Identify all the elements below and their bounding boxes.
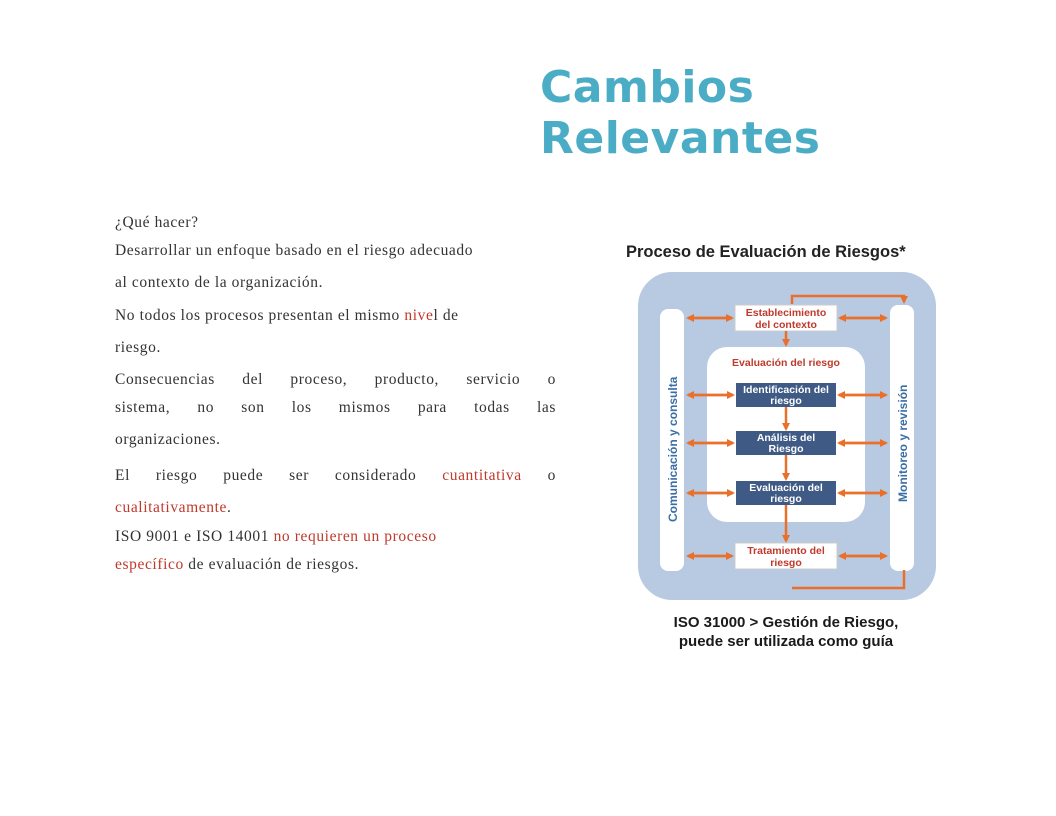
box-treatment-line2: riesgo xyxy=(770,557,802,569)
p2-pre: No todos los procesos presentan el mismo xyxy=(115,307,405,324)
paragraph-3-line-3: organizaciones. xyxy=(115,431,221,448)
diagram-caption-line2: puede ser utilizada como guía xyxy=(679,633,894,650)
p2-red: nive xyxy=(404,307,434,324)
p2-post: l de xyxy=(433,307,459,324)
body-text: ¿Qué hacer? Desarrollar un enfoque basad… xyxy=(115,210,556,581)
box-analysis xyxy=(736,431,836,455)
right-pillar xyxy=(890,305,914,571)
paragraph-4-line-1: El riesgo puede ser considerado cuantita… xyxy=(115,460,556,492)
box-evaluation xyxy=(736,481,836,505)
diagram-caption-line1: ISO 31000 > Gestión de Riesgo, xyxy=(674,614,899,631)
box-evaluation-line1: Evaluación del xyxy=(749,482,823,494)
paragraph-5-line-2: específico de evaluación de riesgos. xyxy=(115,549,556,581)
p5-pre: ISO 9001 e ISO 14001 xyxy=(115,528,274,545)
p5-red: no requieren un proceso xyxy=(273,528,437,545)
risk-process-diagram: Proceso de Evaluación de Riesgos* Comuni… xyxy=(620,232,952,662)
box-identification-line1: Identificación del xyxy=(743,384,829,396)
p4b-red: cualitativamente xyxy=(115,499,228,516)
question-line: ¿Qué hacer? xyxy=(115,214,199,231)
p4-red: cuantitativa xyxy=(442,467,522,484)
p4b-post: . xyxy=(227,499,232,516)
page-title: Cambios Relevantes xyxy=(540,62,821,164)
box-analysis-line2: Riesgo xyxy=(768,443,803,455)
inner-panel-title: Evaluación del riesgo xyxy=(732,357,840,369)
box-context-line2: del contexto xyxy=(755,319,817,331)
left-pillar-label: Comunicación y consulta xyxy=(666,376,680,522)
box-identification-line2: riesgo xyxy=(770,395,802,407)
p4-post: o xyxy=(521,467,556,484)
paragraph-2-line-1: No todos los procesos presentan el mismo… xyxy=(115,300,556,332)
box-context-line1: Establecimiento xyxy=(746,307,827,319)
paragraph-1-line-2: al contexto de la organización. xyxy=(115,274,324,291)
box-treatment xyxy=(734,542,838,570)
diagram-title: Proceso de Evaluación de Riesgos* xyxy=(626,243,906,261)
box-identification xyxy=(736,383,836,407)
right-arrows xyxy=(837,314,888,560)
box-analysis-line1: Análisis del xyxy=(757,432,815,444)
paragraph-3-line-1: Consecuencias del proceso, producto, ser… xyxy=(115,371,556,388)
paragraph-1-line-1: Desarrollar un enfoque basado en el ries… xyxy=(115,242,474,259)
paragraph-5-line-1: ISO 9001 e ISO 14001 no requieren un pro… xyxy=(115,524,556,549)
diagram-svg: Proceso de Evaluación de Riesgos* Comuni… xyxy=(626,243,936,650)
p5b-red: específico xyxy=(115,556,184,573)
left-arrows xyxy=(686,314,735,560)
box-treatment-line1: Tratamiento del xyxy=(747,545,825,557)
box-evaluation-line2: riesgo xyxy=(770,493,802,505)
paragraph-4-line-2: cualitativamente. xyxy=(115,492,556,524)
p5b-post: de evaluación de riesgos. xyxy=(183,556,360,573)
right-pillar-label: Monitoreo y revisión xyxy=(896,385,910,502)
flow-arrows xyxy=(782,294,908,590)
paragraph-2-line-2: riesgo. xyxy=(115,339,161,356)
box-context xyxy=(734,304,838,332)
paragraph-3-line-2: sistema, no son los mismos para todas la… xyxy=(115,399,556,416)
p4-pre: El riesgo puede ser considerado xyxy=(115,467,443,484)
left-pillar xyxy=(660,309,684,571)
